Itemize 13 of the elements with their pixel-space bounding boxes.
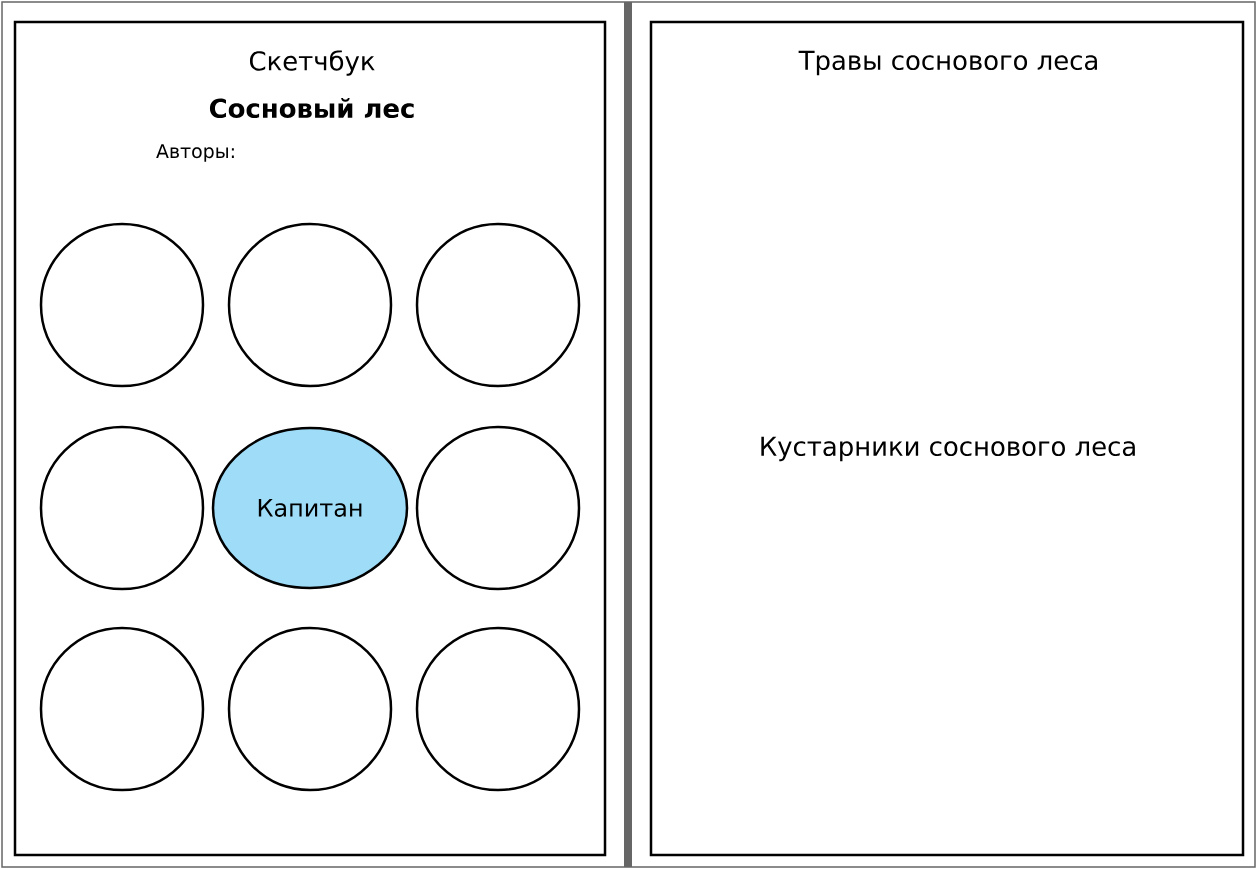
title: Сосновый лес <box>209 97 414 119</box>
empty-circle <box>39 222 205 388</box>
empty-circle <box>415 626 581 792</box>
empty-circle <box>415 425 581 591</box>
empty-circle <box>39 425 205 591</box>
empty-circle <box>227 222 393 388</box>
heading: Скетчбук <box>249 50 375 76</box>
heading: Травы соснового леса <box>798 50 1097 76</box>
empty-circle <box>415 222 581 388</box>
authors-label: Авторы: <box>156 144 234 162</box>
heading: Кустарники соснового леса <box>761 436 1135 462</box>
empty-circle <box>227 626 393 792</box>
empty-circle <box>39 626 205 792</box>
